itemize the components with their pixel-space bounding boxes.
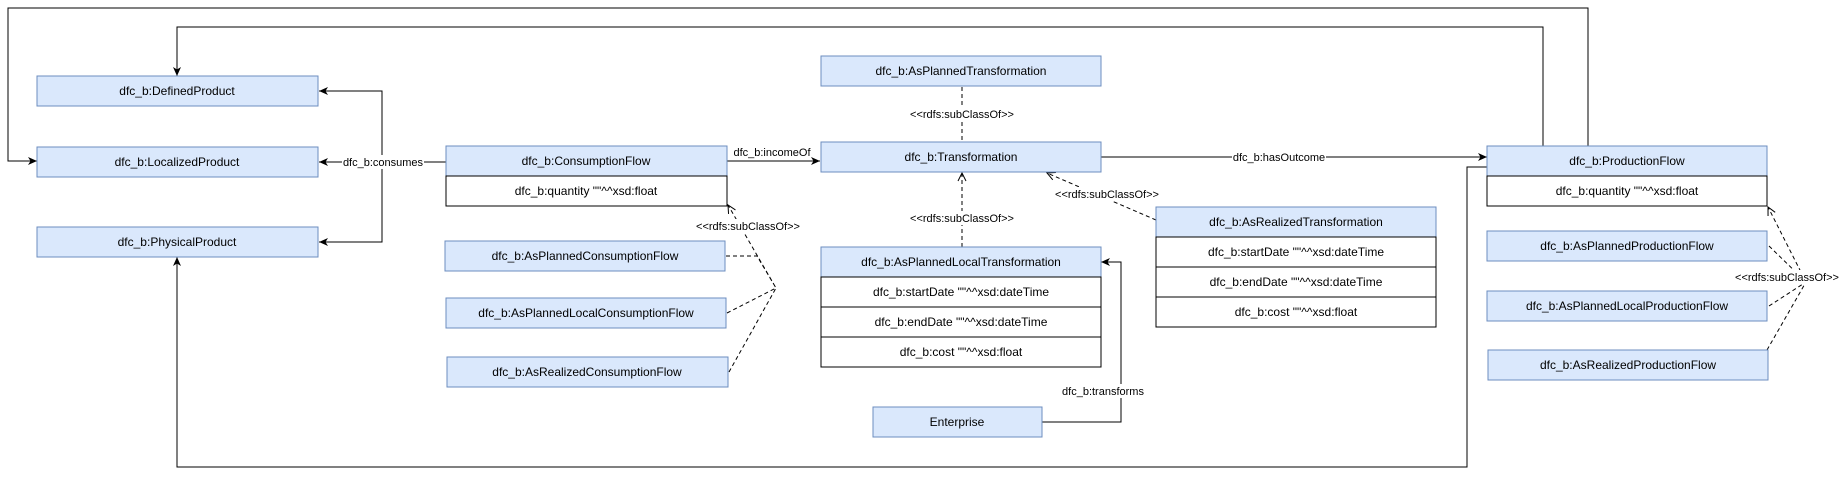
edge-label-income-of: dfc_b:incomeOf — [733, 147, 811, 159]
svg-text:dfc_b:AsRealizedTransformation: dfc_b:AsRealizedTransformation — [1209, 215, 1383, 229]
edge-label-subclass-3: <<rdfs:subClassOf>> — [1049, 187, 1165, 201]
svg-text:dfc_b:AsPlannedLocalProduction: dfc_b:AsPlannedLocalProductionFlow — [1526, 299, 1728, 313]
node-as-planned-production-flow[interactable]: dfc_b:AsPlannedProductionFlow — [1486, 230, 1768, 262]
svg-text:dfc_b:transforms: dfc_b:transforms — [1062, 386, 1144, 398]
node-as-planned-transformation[interactable]: dfc_b:AsPlannedTransformation — [820, 55, 1102, 87]
edge-label-consumes: dfc_b:consumes — [342, 155, 424, 169]
edge-production-to-physical — [173, 166, 1487, 468]
svg-text:dfc_b:Transformation: dfc_b:Transformation — [905, 150, 1018, 164]
attr-art-cost: dfc_b:cost ""^^xsd:float — [1235, 305, 1358, 319]
svg-text:dfc_b:AsPlannedLocalConsumptio: dfc_b:AsPlannedLocalConsumptionFlow — [478, 306, 694, 320]
node-as-realized-consumption-flow[interactable]: dfc_b:AsRealizedConsumptionFlow — [446, 356, 729, 388]
svg-text:dfc_b:AsPlannedTransformation: dfc_b:AsPlannedTransformation — [876, 64, 1047, 78]
edge-subclass-asplanned-consumption — [726, 205, 777, 289]
edge-label-transforms: dfc_b:transforms — [1059, 384, 1147, 398]
node-production-flow[interactable]: dfc_b:ProductionFlow dfc_b:quantity ""^^… — [1486, 145, 1768, 207]
node-localized-product[interactable]: dfc_b:LocalizedProduct — [36, 146, 319, 178]
svg-text:dfc_b:AsPlannedProductionFlow: dfc_b:AsPlannedProductionFlow — [1540, 239, 1714, 253]
attr-aplt-end-date: dfc_b:endDate ""^^xsd:dateTime — [875, 315, 1048, 329]
edge-label-subclass-4: <<rdfs:subClassOf>> — [690, 219, 806, 233]
edge-label-subclass-5: <<rdfs:subClassOf>> — [1729, 270, 1845, 284]
edge-consumes-defined — [319, 87, 383, 162]
edge-subclass-asplannedlocal-consumption — [726, 287, 777, 314]
svg-text:<<rdfs:subClassOf>>: <<rdfs:subClassOf>> — [696, 221, 800, 233]
svg-text:dfc_b:hasOutcome: dfc_b:hasOutcome — [1233, 152, 1325, 164]
svg-text:dfc_b:AsRealizedConsumptionFlo: dfc_b:AsRealizedConsumptionFlow — [492, 365, 682, 379]
node-as-realized-production-flow[interactable]: dfc_b:AsRealizedProductionFlow — [1487, 349, 1769, 381]
svg-text:dfc_b:ProductionFlow: dfc_b:ProductionFlow — [1569, 154, 1685, 168]
svg-text:dfc_b:incomeOf: dfc_b:incomeOf — [733, 147, 811, 159]
edge-production-to-localized — [7, 7, 1589, 165]
svg-text:dfc_b:AsRealizedProductionFlow: dfc_b:AsRealizedProductionFlow — [1540, 358, 1716, 372]
node-as-planned-local-transformation[interactable]: dfc_b:AsPlannedLocalTransformation dfc_b… — [820, 246, 1102, 368]
attr-aplt-cost: dfc_b:cost ""^^xsd:float — [900, 345, 1023, 359]
edge-subclass-asrealized-production — [1766, 281, 1807, 351]
attr-production-quantity: dfc_b:quantity ""^^xsd:float — [1556, 184, 1699, 198]
node-defined-product[interactable]: dfc_b:DefinedProduct — [36, 75, 319, 107]
edge-production-to-defined — [173, 26, 1544, 147]
svg-text:dfc_b:consumes: dfc_b:consumes — [343, 157, 424, 169]
node-as-planned-local-production-flow[interactable]: dfc_b:AsPlannedLocalProductionFlow — [1486, 290, 1768, 322]
node-consumption-flow[interactable]: dfc_b:ConsumptionFlow dfc_b:quantity ""^… — [445, 145, 728, 207]
edge-label-has-outcome: dfc_b:hasOutcome — [1232, 151, 1326, 164]
attr-aplt-start-date: dfc_b:startDate ""^^xsd:dateTime — [873, 285, 1049, 299]
node-as-planned-consumption-flow[interactable]: dfc_b:AsPlannedConsumptionFlow — [444, 240, 726, 272]
svg-text:<<rdfs:subClassOf>>: <<rdfs:subClassOf>> — [1735, 272, 1839, 284]
svg-text:Enterprise: Enterprise — [930, 415, 985, 429]
svg-text:dfc_b:ConsumptionFlow: dfc_b:ConsumptionFlow — [522, 154, 651, 168]
attr-art-end-date: dfc_b:endDate ""^^xsd:dateTime — [1210, 275, 1383, 289]
svg-text:<<rdfs:subClassOf>>: <<rdfs:subClassOf>> — [910, 213, 1014, 225]
node-as-realized-transformation[interactable]: dfc_b:AsRealizedTransformation dfc_b:sta… — [1155, 206, 1437, 328]
svg-text:dfc_b:AsPlannedConsumptionFlow: dfc_b:AsPlannedConsumptionFlow — [492, 249, 679, 263]
edge-label-subclass-1: <<rdfs:subClassOf>> — [904, 107, 1020, 121]
edge-label-subclass-2: <<rdfs:subClassOf>> — [904, 211, 1020, 225]
edge-subclass-asplannedlocal-production — [1768, 281, 1807, 307]
node-transformation[interactable]: dfc_b:Transformation — [820, 141, 1102, 173]
svg-text:<<rdfs:subClassOf>>: <<rdfs:subClassOf>> — [910, 109, 1014, 121]
svg-text:<<rdfs:subClassOf>>: <<rdfs:subClassOf>> — [1055, 189, 1159, 201]
edge-transforms — [1042, 258, 1122, 423]
svg-text:dfc_b:AsPlannedLocalTransforma: dfc_b:AsPlannedLocalTransformation — [861, 255, 1061, 269]
edge-subclass-asrealized-consumption — [728, 287, 777, 373]
node-physical-product[interactable]: dfc_b:PhysicalProduct — [36, 226, 319, 258]
attr-consumption-quantity: dfc_b:quantity ""^^xsd:float — [515, 184, 658, 198]
attr-art-start-date: dfc_b:startDate ""^^xsd:dateTime — [1208, 245, 1384, 259]
svg-text:dfc_b:DefinedProduct: dfc_b:DefinedProduct — [119, 84, 235, 98]
edge-consumes-physical — [319, 162, 383, 246]
svg-text:dfc_b:PhysicalProduct: dfc_b:PhysicalProduct — [118, 235, 237, 249]
node-as-planned-local-consumption-flow[interactable]: dfc_b:AsPlannedLocalConsumptionFlow — [445, 297, 727, 329]
svg-text:dfc_b:LocalizedProduct: dfc_b:LocalizedProduct — [115, 155, 240, 169]
node-enterprise[interactable]: Enterprise — [872, 406, 1043, 438]
